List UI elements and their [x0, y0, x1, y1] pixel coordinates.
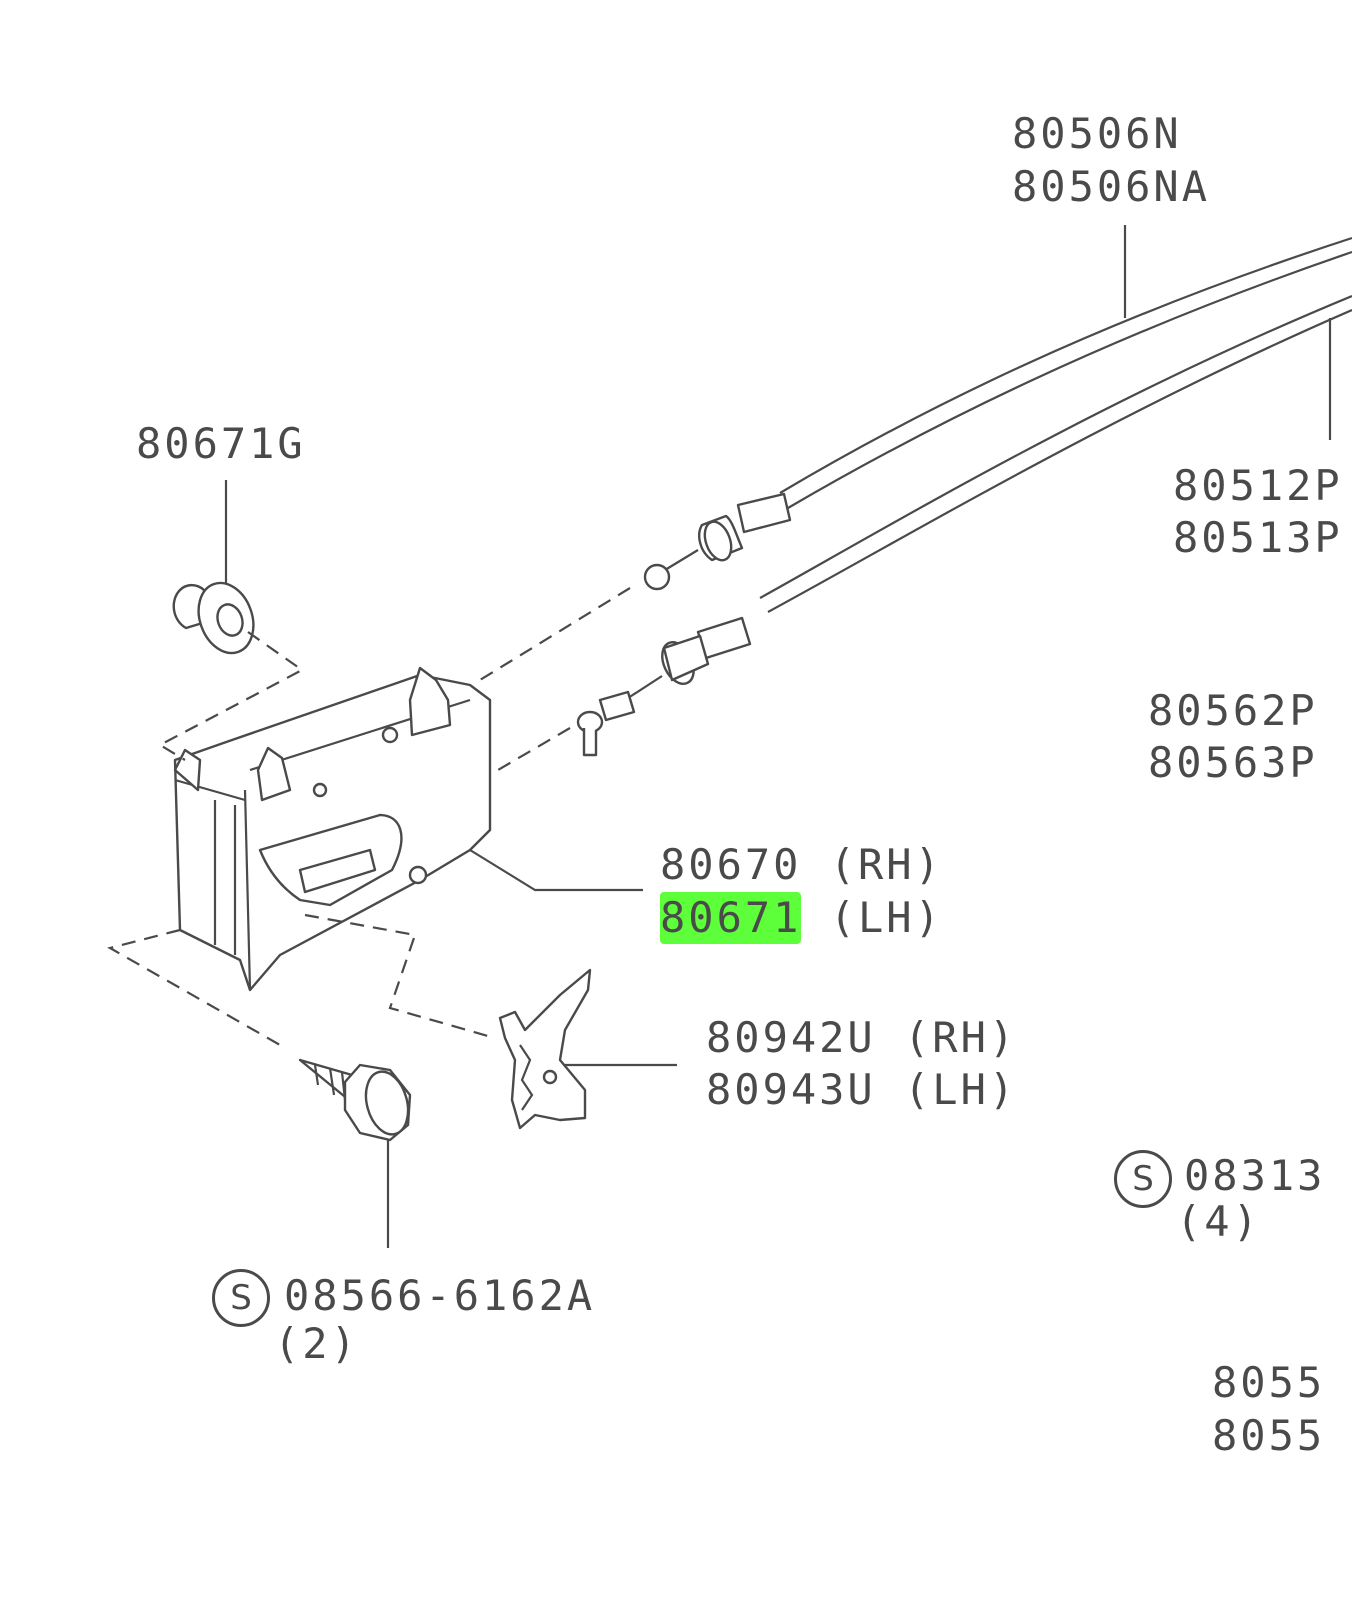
- label-80670-rh: 80670 (RH): [660, 839, 943, 891]
- lower-cable-end-icon: [578, 618, 750, 755]
- standard-part-symbol-right: S: [1114, 1150, 1172, 1208]
- label-80506n: 80506N: [1012, 109, 1182, 158]
- label-08313: 08313: [1184, 1151, 1326, 1200]
- label-08566-6162a: 08566-6162A: [284, 1271, 596, 1320]
- side-lh: (LH): [904, 1065, 1018, 1114]
- label-80671-lh: 80671 (LH): [660, 892, 943, 944]
- dash-clip: [160, 632, 302, 760]
- clip-80671g-icon: [174, 575, 263, 660]
- part-number-80943u: 80943U: [706, 1065, 876, 1114]
- dash-lever: [305, 915, 495, 1038]
- door-handle-icon: [175, 668, 490, 990]
- label-80506na: 80506NA: [1012, 162, 1211, 211]
- side-lh: (LH): [829, 893, 943, 942]
- label-80943u-lh: 80943U (LH): [706, 1064, 1017, 1116]
- dash-screw: [110, 930, 280, 1045]
- label-08313-qty: (4): [1176, 1197, 1261, 1246]
- label-8055-1: 8055: [1212, 1358, 1326, 1407]
- lever-80942u-icon: [500, 970, 590, 1128]
- upper-cable-end-icon: [645, 494, 790, 589]
- label-80563p: 80563P: [1148, 738, 1318, 787]
- label-80513p: 80513P: [1173, 513, 1343, 562]
- part-number-80942u: 80942U: [706, 1013, 876, 1062]
- standard-part-symbol-left: S: [212, 1269, 270, 1327]
- upper-cable: [780, 238, 1352, 508]
- side-rh: (RH): [829, 840, 943, 889]
- label-80512p: 80512P: [1173, 461, 1343, 510]
- highlighted-part-number-80671: 80671: [660, 892, 802, 944]
- label-8055-2: 8055: [1212, 1411, 1326, 1460]
- leader-80670: [470, 850, 643, 890]
- screw-08566-icon: [300, 1060, 415, 1140]
- lower-cable: [760, 296, 1352, 612]
- label-80671g: 80671G: [136, 419, 306, 468]
- label-80562p: 80562P: [1148, 686, 1318, 735]
- label-08566-qty: (2): [274, 1319, 359, 1368]
- dash-lower-cable: [498, 728, 570, 770]
- dash-upper-cable: [480, 588, 630, 680]
- side-rh: (RH): [904, 1013, 1018, 1062]
- label-80942u-rh: 80942U (RH): [706, 1012, 1017, 1064]
- part-number-80670: 80670: [660, 840, 802, 889]
